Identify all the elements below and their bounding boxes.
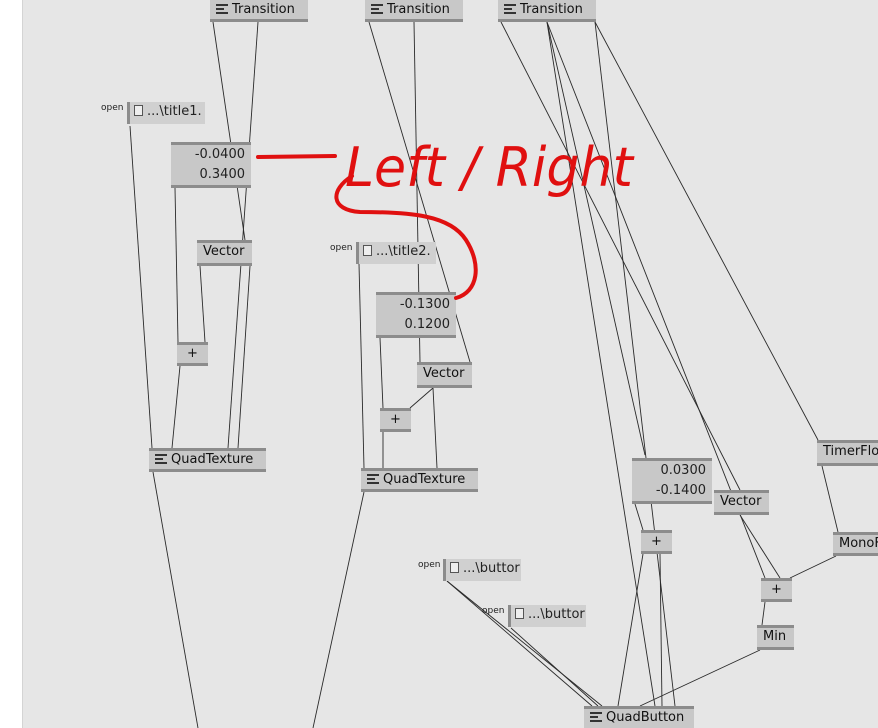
annotation-text: Left / Right — [345, 136, 635, 199]
wire — [659, 553, 663, 707]
transition-node-1[interactable]: Transition — [210, 0, 308, 22]
quadtexture-node-1[interactable]: QuadTexture — [149, 448, 266, 472]
wire — [510, 627, 599, 707]
wire — [789, 555, 837, 579]
transition-node-2[interactable]: Transition — [365, 0, 463, 22]
node-label: Vector — [720, 494, 762, 509]
open-label-3: open — [418, 560, 441, 570]
quadbutton-node[interactable]: QuadButton — [584, 706, 694, 728]
plus-node-3[interactable]: + — [641, 530, 672, 554]
file-node-title1[interactable]: ...\title1. — [127, 102, 205, 124]
node-label: QuadTexture — [171, 452, 254, 467]
wire — [634, 503, 644, 531]
list-icon — [155, 454, 167, 464]
wire — [199, 265, 206, 343]
file-path: ...\title1. — [147, 104, 202, 119]
wire — [432, 387, 438, 469]
wire — [174, 187, 179, 343]
file-icon — [363, 245, 372, 256]
list-icon — [504, 4, 516, 14]
list-icon — [367, 474, 379, 484]
file-node-button-2[interactable]: ...\buttor — [508, 605, 586, 627]
wire — [761, 601, 766, 626]
timer-node[interactable]: TimerFlo — [817, 440, 878, 466]
left-panel-edge — [0, 0, 23, 728]
node-label: TimerFlo — [823, 444, 878, 459]
vector-node-1[interactable]: Vector — [197, 240, 252, 266]
vector-node-3[interactable]: Vector — [714, 490, 769, 515]
node-label: Min — [763, 629, 787, 644]
iobox-value[interactable]: 0.3400 — [199, 167, 246, 182]
wire — [639, 649, 761, 707]
file-path: ...\buttor — [528, 607, 585, 622]
wire — [617, 553, 644, 707]
node-label: Vector — [203, 244, 245, 259]
iobox-vector-3[interactable]: 0.0300 -0.1400 — [632, 458, 712, 504]
iobox-value[interactable]: -0.0400 — [194, 147, 245, 162]
iobox-vector-1[interactable]: -0.0400 0.3400 — [171, 142, 251, 188]
node-label: + — [390, 412, 401, 427]
file-node-title2[interactable]: ...\title2. — [356, 242, 436, 264]
node-label: QuadTexture — [383, 472, 466, 487]
iobox-value[interactable]: 0.1200 — [404, 317, 451, 332]
iobox-vector-2[interactable]: -0.1300 0.1200 — [376, 292, 456, 338]
node-label: Vector — [423, 366, 465, 381]
annotation-arrow-line — [256, 154, 337, 159]
list-icon — [371, 4, 383, 14]
mono-node[interactable]: MonoF — [833, 532, 878, 556]
node-label: Transition — [520, 2, 583, 17]
open-label-1: open — [101, 103, 124, 113]
list-icon — [590, 712, 602, 722]
wire — [171, 365, 181, 449]
quadtexture-node-2[interactable]: QuadTexture — [361, 468, 478, 492]
annotation-connector-curve — [334, 174, 478, 300]
node-label: MonoF — [839, 536, 878, 551]
file-path: ...\buttor — [463, 561, 520, 576]
min-node[interactable]: Min — [757, 625, 794, 650]
iobox-value[interactable]: -0.1300 — [399, 297, 450, 312]
plus-node-4[interactable]: + — [761, 578, 792, 602]
wire — [212, 21, 246, 241]
node-label: + — [187, 346, 198, 361]
wire — [821, 465, 839, 533]
wire — [446, 580, 603, 707]
plus-node-2[interactable]: + — [380, 408, 411, 432]
node-label: Transition — [232, 2, 295, 17]
wire — [129, 125, 153, 449]
transition-node-3[interactable]: Transition — [498, 0, 596, 22]
wire — [594, 21, 819, 441]
wire — [409, 387, 434, 409]
file-icon — [134, 105, 143, 116]
wire — [446, 580, 593, 707]
wire — [739, 514, 781, 579]
file-path: ...\title2. — [376, 244, 431, 259]
wire — [546, 21, 646, 456]
open-label-4: open — [482, 606, 505, 616]
file-node-button-1[interactable]: ...\buttor — [443, 559, 521, 581]
wire — [227, 21, 259, 449]
wire — [312, 491, 365, 728]
vector-node-2[interactable]: Vector — [417, 362, 472, 388]
wire — [546, 21, 766, 579]
wire — [379, 337, 384, 409]
node-label: QuadButton — [606, 710, 685, 725]
wire — [594, 21, 676, 707]
node-label: Transition — [387, 2, 450, 17]
file-icon — [515, 608, 524, 619]
wire — [358, 263, 365, 469]
file-icon — [450, 562, 459, 573]
iobox-value[interactable]: 0.0300 — [660, 463, 707, 478]
node-label: + — [771, 582, 782, 597]
iobox-value[interactable]: -0.1400 — [655, 483, 706, 498]
plus-node-1[interactable]: + — [177, 342, 208, 366]
node-label: + — [651, 534, 662, 549]
list-icon — [216, 4, 228, 14]
open-label-2: open — [330, 243, 353, 253]
wire — [237, 265, 251, 449]
wire — [152, 471, 199, 728]
